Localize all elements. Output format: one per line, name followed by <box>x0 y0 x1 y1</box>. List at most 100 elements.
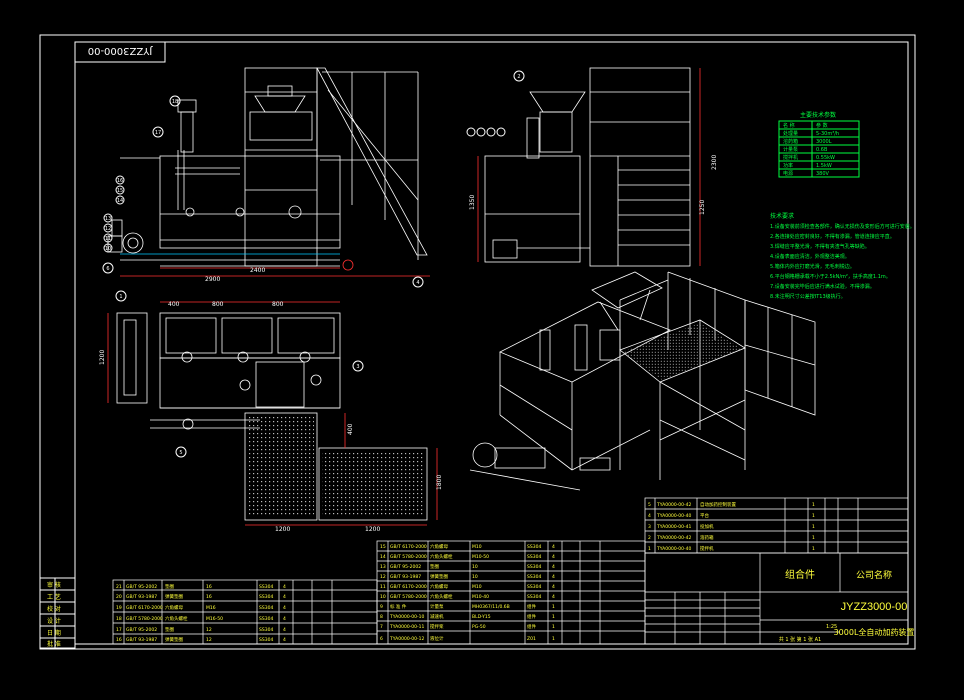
pm2-code: GB/T 95-2002 <box>390 564 421 570</box>
spec-table-title: 主要技术参数 <box>800 111 836 119</box>
dim-side-tank: 1350 <box>469 195 476 210</box>
balloon-14: 14 <box>117 198 123 204</box>
pl0-code: GB/T 95-2002 <box>126 584 157 590</box>
pm6-qty: 1 <box>552 604 555 610</box>
spec-r1-c0: 处理量 <box>783 130 798 137</box>
pl3-spec: M16-50 <box>206 616 223 622</box>
pr1-no: 4 <box>648 513 651 519</box>
strip-label-0: 审 核 <box>47 581 61 589</box>
pl2-qty: 4 <box>283 605 286 611</box>
balloon-4: 4 <box>416 280 419 286</box>
spec-r0-c0: 名 称 <box>783 122 795 129</box>
balloon-16: 16 <box>117 178 123 184</box>
pm9-no: 6 <box>380 636 383 642</box>
pr0-code: TYA0000-00-42 <box>656 502 692 508</box>
spec-r6-c0: 电源 <box>783 170 793 177</box>
note-8: 8.未注明尺寸公差按IT13级执行。 <box>770 293 846 300</box>
pl5-code: GB/T 93-1987 <box>126 637 157 643</box>
pr0-no: 5 <box>648 502 651 508</box>
pl3-mat: SS304 <box>259 616 273 622</box>
pl1-code: GB/T 93-1987 <box>126 594 157 600</box>
front-balloons: 18 17 16 15 14 13 12 11 10 6 4 <box>102 95 424 288</box>
note-2: 2.各连接处应密封良好，不得有渗漏，管道连接应平直。 <box>770 233 895 240</box>
spec-r0-c1: 参 数 <box>816 122 828 129</box>
pm8-code: TYA0000-00-11 <box>389 624 425 630</box>
sheet-info: 共 1 张 第 1 张 A1 <box>779 636 822 643</box>
balloon-2: 2 <box>517 74 520 80</box>
balloon-6: 6 <box>106 266 109 272</box>
notes-title: 技术要求 <box>770 212 794 220</box>
spec-r6-c1: 380V <box>816 171 830 177</box>
spec-r3-c1: 0.6B <box>816 147 828 153</box>
pl1-spec: 16 <box>206 594 212 600</box>
strip-label-2: 校 对 <box>47 605 61 613</box>
pm2-mat: SS304 <box>527 564 541 570</box>
balloon-18: 18 <box>172 99 178 105</box>
pl5-name: 弹簧垫圈 <box>165 636 183 643</box>
balloon-15: 15 <box>117 188 123 194</box>
balloon-12: 12 <box>105 226 111 232</box>
pm4-qty: 4 <box>552 584 555 590</box>
dim-side-height: 2300 <box>711 155 718 170</box>
pm5-spec: M10-40 <box>472 594 489 600</box>
pm7-name: 减速机 <box>430 613 444 620</box>
pm3-name: 弹簧垫圈 <box>430 573 448 580</box>
pr2-code: TYA0000-00-41 <box>656 524 692 530</box>
strip-label-1: 工 艺 <box>47 593 61 601</box>
strip-label-4: 日 期 <box>47 629 61 637</box>
pm3-spec: 10 <box>472 574 478 580</box>
pl4-no: 17 <box>116 627 122 633</box>
spec-r2-c0: 溶药箱 <box>783 138 798 145</box>
pl3-name: 六角头螺栓 <box>165 615 188 622</box>
pl5-spec: 12 <box>206 637 212 643</box>
company-name: 公司名称 <box>856 569 892 581</box>
pm2-name: 垫圈 <box>430 563 439 570</box>
note-3: 3.焊缝应平整光滑，不得有夹渣气孔等缺陷。 <box>770 243 870 250</box>
pl1-mat: SS304 <box>259 594 273 600</box>
pm8-mat: 组件 <box>527 623 536 630</box>
pl3-qty: 4 <box>283 616 286 622</box>
dim-front-total: 2900 <box>205 276 220 283</box>
side-view <box>477 67 701 267</box>
pr1-qty: 1 <box>812 513 815 519</box>
dim-plan-bottom2: 1200 <box>365 526 380 533</box>
spec-r2-c1: 3000L <box>816 139 832 145</box>
dim-plan-bottom1: 1200 <box>275 526 290 533</box>
pm7-no: 8 <box>380 614 383 620</box>
pm3-mat: SS304 <box>527 574 541 580</box>
pl2-spec: M16 <box>206 605 216 611</box>
technical-notes: 技术要求 1.设备安装前须检查各部件，确认无损伤及变形后方可进行安装。 2.各连… <box>770 212 915 300</box>
pl4-name: 垫圈 <box>165 626 174 633</box>
pl4-mat: SS304 <box>259 627 273 633</box>
dim-plan-right: 1800 <box>436 475 443 490</box>
pm0-no: 15 <box>380 544 386 550</box>
parts-left-text: 21 GB/T 95-2002 垫圈 16 SS304 4 20 GB/T 93… <box>116 583 286 643</box>
pr3-code: TYA0000-00-42 <box>656 535 692 541</box>
pm1-qty: 4 <box>552 554 555 560</box>
spec-r4-c1: 0.55kW <box>816 155 835 161</box>
balloon-11: 11 <box>105 236 111 242</box>
plan-view <box>107 301 438 526</box>
dim-plan-height: 1200 <box>99 350 106 365</box>
scale: 1:25 <box>826 624 837 630</box>
pm2-no: 13 <box>380 564 386 570</box>
dim-plan-seg3: 800 <box>272 301 284 308</box>
note-1: 1.设备安装前须检查各部件，确认无损伤及变形后方可进行安装。 <box>770 223 915 230</box>
pm9-code: TYA0000-00-12 <box>389 636 425 642</box>
pm0-spec: M10 <box>472 544 482 550</box>
pl1-qty: 4 <box>283 594 286 600</box>
pm0-code: GB/T 6170-2000 <box>390 544 427 550</box>
pr4-code: TYA0000-00-40 <box>656 546 692 552</box>
pm7-qty: 1 <box>552 614 555 620</box>
pl5-mat: SS304 <box>259 637 273 643</box>
pm6-code: 标 准 件 <box>390 603 407 610</box>
balloon-10: 10 <box>105 246 111 252</box>
pm5-qty: 4 <box>552 594 555 600</box>
note-4: 4.设备表面应清洁，外观整洁美观。 <box>770 253 850 260</box>
pl1-no: 20 <box>116 594 122 600</box>
pm2-qty: 4 <box>552 564 555 570</box>
pm3-qty: 4 <box>552 574 555 580</box>
pl0-mat: SS304 <box>259 584 273 590</box>
pr3-qty: 1 <box>812 535 815 541</box>
